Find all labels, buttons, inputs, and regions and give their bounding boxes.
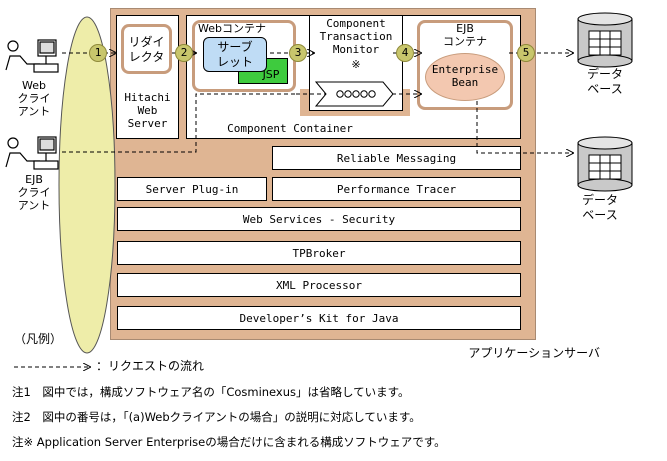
component-container-label: Component Container (227, 122, 353, 135)
servlet-box (203, 37, 267, 72)
application-server-title: アプリケーションサーバ (468, 346, 600, 360)
step-5: 5 (517, 44, 535, 62)
database-label-2: データ ベース (581, 193, 618, 222)
step-3: 3 (289, 44, 307, 62)
step-4: 4 (396, 44, 414, 62)
web-client-label: Web クライ アント (17, 79, 51, 118)
ejb-container-label: EJB コンテナ (443, 22, 487, 48)
reliable-messaging-box: Reliable Messaging (272, 146, 521, 170)
step-1: 1 (89, 44, 107, 62)
legend-arrow-text: ：リクエストの流れ (96, 359, 205, 373)
web-client-icon (5, 39, 59, 73)
web-container-label: Webコンテナ (198, 22, 266, 35)
step-2: 2 (175, 44, 193, 62)
server-plugin-box: Server Plug-in (117, 177, 267, 201)
flow-ejb-client-up (62, 93, 296, 153)
flow-bean-to-db2 (476, 101, 573, 153)
ejb-client-icon (5, 136, 59, 170)
network-ellipse (58, 16, 116, 354)
tpbroker-box: TPBroker (117, 241, 521, 265)
database-icon (577, 12, 633, 68)
redirector-label: リダイ レクタ (128, 35, 165, 64)
ctm-queue-icon (314, 81, 394, 107)
ctm-mark: ※ (351, 58, 361, 71)
enterprise-bean-label: Enterprise Bean (431, 63, 499, 89)
database-label-1: データ ベース (586, 67, 623, 96)
database-icon (577, 136, 633, 192)
jsp-label: JSP (262, 68, 280, 81)
ejb-client-label: EJB クライ アント (17, 173, 51, 212)
redirector-box (121, 24, 172, 74)
note-1: 注1 図中では，構成ソフトウェア名の「Cosminexus」は省略しています。 (12, 385, 410, 399)
performance-tracer-box: Performance Tracer (272, 177, 521, 201)
note-2: 注2 図中の番号は，「(a)Webクライアントの場合」の説明に対応しています。 (12, 410, 421, 424)
developers-kit-box: Developer’s Kit for Java (117, 306, 521, 330)
servlet-label: サーブ レット (216, 40, 253, 69)
enterprise-bean-box (425, 53, 505, 101)
legend-title: （凡例） (14, 332, 63, 346)
note-3: 注※ Application Server Enterpriseの場合だけに含ま… (12, 435, 446, 449)
xml-processor-box: XML Processor (117, 273, 521, 297)
web-services-security-box: Web Services - Security (117, 207, 521, 231)
hitachi-web-server-label: Hitachi Web Server (124, 91, 171, 130)
ctm-title: Component Transaction Monitor (319, 17, 393, 56)
